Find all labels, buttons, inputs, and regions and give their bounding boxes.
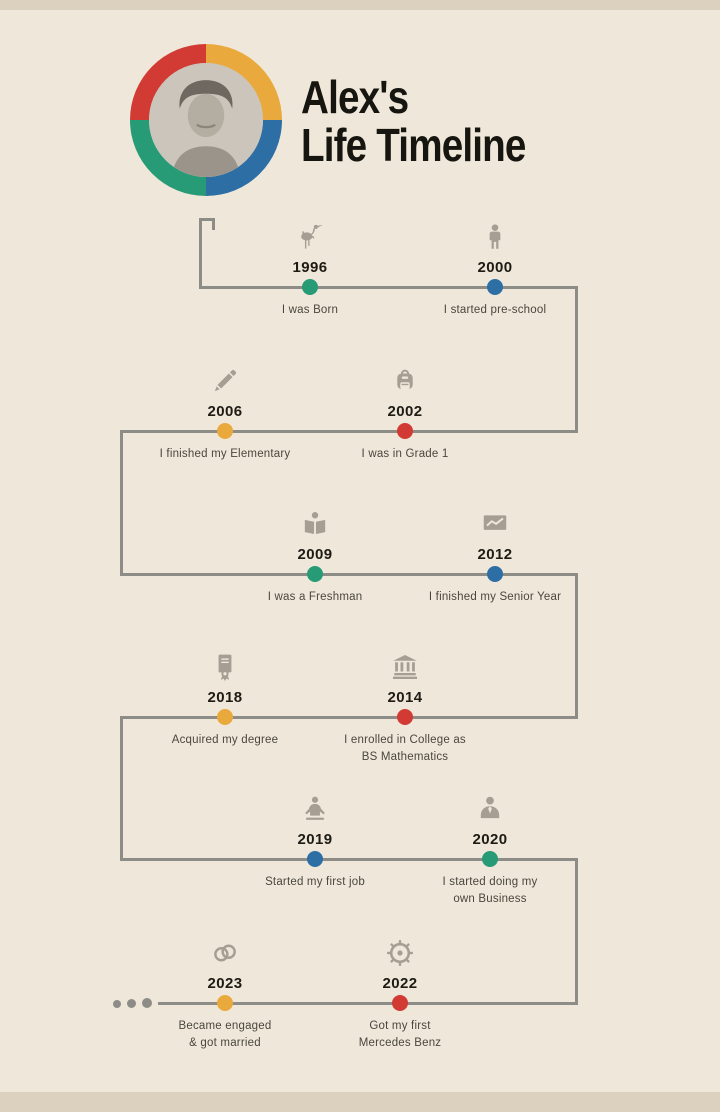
event-dot <box>217 709 233 725</box>
pencil-icon <box>210 366 240 396</box>
child-icon <box>480 222 510 252</box>
timeline-segment <box>120 573 578 576</box>
event-description: I finished my Elementary <box>159 448 291 460</box>
event-header-2019: 2019 <box>230 782 400 848</box>
businessman-icon <box>475 794 505 824</box>
timeline-segment <box>120 716 123 861</box>
event-description: I was Born <box>281 304 339 316</box>
event-description: I finished my Senior Year <box>428 591 562 603</box>
event-dot <box>482 851 498 867</box>
timeline-segment <box>158 1002 578 1005</box>
event-header-2006: 2006 <box>140 354 310 420</box>
diploma-icon <box>210 652 240 682</box>
timeline-segment <box>199 218 202 289</box>
event-description: I was in Grade 1 <box>361 448 449 460</box>
event-header-1996: 1996 <box>225 210 395 276</box>
stork-icon <box>295 222 325 252</box>
event-description: Got my first Mercedes Benz <box>358 1020 442 1050</box>
bottom-edge-band <box>0 1092 720 1112</box>
event-header-2023: 2023 <box>140 926 310 992</box>
top-edge-band <box>0 0 720 10</box>
event-dot <box>302 279 318 295</box>
reading-person-icon <box>300 509 330 539</box>
timeline-ellipsis-dot <box>142 998 152 1008</box>
event-header-2000: 2000 <box>410 210 580 276</box>
event-year: 2019 <box>297 831 333 848</box>
event-year: 2012 <box>477 546 513 563</box>
title-line-2: Life Timeline <box>301 118 526 171</box>
event-dot <box>487 279 503 295</box>
timeline-start-hook <box>199 218 215 221</box>
event-header-2020: 2020 <box>405 782 575 848</box>
event-description: I started pre-school <box>443 304 547 316</box>
event-description: I started doing my own Business <box>442 876 538 906</box>
event-dot <box>487 566 503 582</box>
profile-photo-ring <box>130 44 282 196</box>
timeline-ellipsis-dot <box>113 1000 121 1008</box>
event-description: Acquired my degree <box>171 734 279 746</box>
timeline-segment <box>120 858 578 861</box>
event-dot <box>307 851 323 867</box>
event-year: 2022 <box>382 975 418 992</box>
backpack-icon <box>390 366 420 396</box>
office-worker-icon <box>300 794 330 824</box>
event-year: 2018 <box>207 689 243 706</box>
event-year: 1996 <box>292 259 328 276</box>
event-year: 2020 <box>472 831 508 848</box>
event-dot <box>397 709 413 725</box>
gear-icon <box>385 938 415 968</box>
event-description: Started my first job <box>265 876 365 888</box>
wedding-rings-icon <box>210 938 240 968</box>
timeline-segment <box>120 430 123 576</box>
portrait-placeholder-image <box>149 63 263 177</box>
event-header-2002: 2002 <box>320 354 490 420</box>
event-header-2018: 2018 <box>140 640 310 706</box>
event-year: 2014 <box>387 689 423 706</box>
chart-icon <box>480 509 510 539</box>
event-year: 2023 <box>207 975 243 992</box>
event-description: I enrolled in College as BS Mathematics <box>344 734 466 764</box>
profile-photo <box>149 63 263 177</box>
event-dot <box>217 423 233 439</box>
event-header-2014: 2014 <box>320 640 490 706</box>
event-year: 2006 <box>207 403 243 420</box>
event-header-2012: 2012 <box>410 497 580 563</box>
event-dot <box>217 995 233 1011</box>
university-icon <box>390 652 420 682</box>
timeline-segment <box>575 286 578 433</box>
event-dot <box>397 423 413 439</box>
timeline-start-hook <box>212 218 215 230</box>
timeline-segment <box>575 573 578 719</box>
title-line-1: Alex's <box>301 71 409 123</box>
timeline-segment <box>575 858 578 1005</box>
timeline-ellipsis-dot <box>127 999 136 1008</box>
timeline-segment <box>120 716 578 719</box>
event-year: 2009 <box>297 546 333 563</box>
event-description: Became engaged & got married <box>178 1020 272 1050</box>
event-dot <box>392 995 408 1011</box>
event-description: I was a Freshman <box>267 591 363 603</box>
event-header-2022: 2022 <box>315 926 485 992</box>
event-dot <box>307 566 323 582</box>
timeline-segment <box>199 286 578 289</box>
event-year: 2002 <box>387 403 423 420</box>
page-title: Alex's Life Timeline <box>301 71 526 171</box>
event-year: 2000 <box>477 259 513 276</box>
event-header-2009: 2009 <box>230 497 400 563</box>
timeline-segment <box>120 430 578 433</box>
